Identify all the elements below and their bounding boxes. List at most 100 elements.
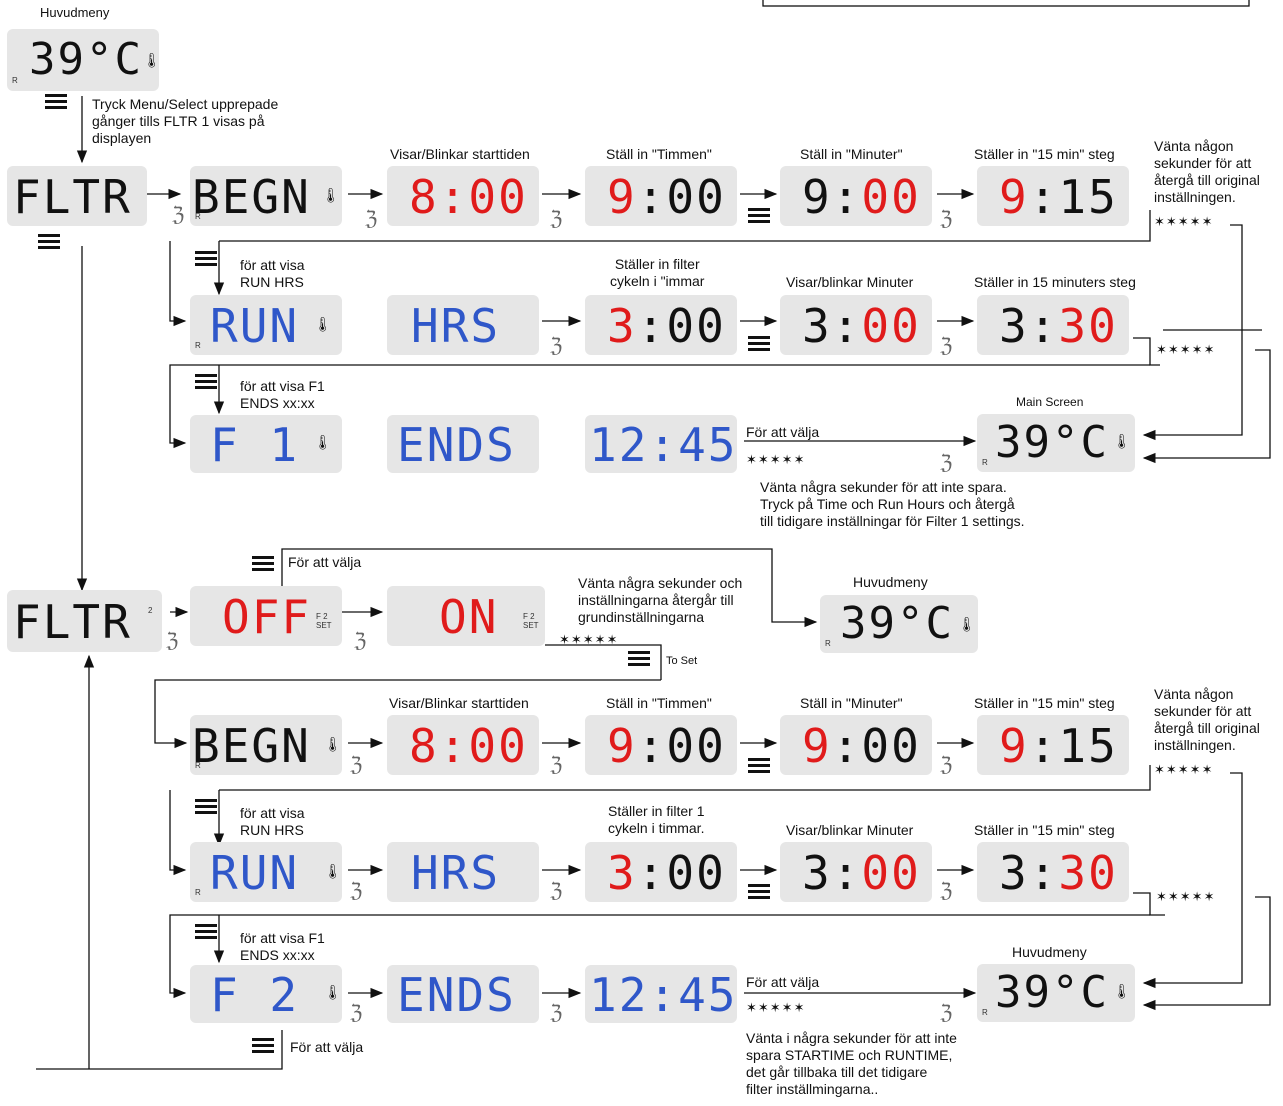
step1-text: 9:15 <box>999 170 1118 224</box>
tap-icon: ℨ <box>940 1000 953 1024</box>
start-time1-text: 8:00 <box>409 170 528 224</box>
on-text: ON <box>439 590 499 644</box>
min2-display: 9:00 <box>780 715 932 775</box>
thermometer-icon: 🌡 <box>1113 434 1131 450</box>
menu-select-icon <box>748 884 770 899</box>
to-select-bottom: För att välja <box>290 1039 364 1055</box>
thermometer-icon: 🌡 <box>143 53 161 69</box>
stars: ✶✶✶✶✶ <box>1154 762 1214 777</box>
stars: ✶✶✶✶✶ <box>746 452 806 467</box>
run2-display: RUN R 🌡 <box>190 842 342 902</box>
menu-select-icon <box>748 336 770 351</box>
r-mark: R <box>982 458 988 467</box>
main-menu-display-2: 39°C R 🌡 <box>820 595 978 653</box>
thermometer-icon: 🌡 <box>314 317 332 333</box>
stars: ✶✶✶✶✶ <box>1156 342 1216 357</box>
hrs2-display: HRS <box>387 842 539 902</box>
thermometer-icon: 🌡 <box>324 985 342 1001</box>
r-mark: R <box>195 212 201 221</box>
hdr-blink-min2: Visar/blinkar Minuter <box>786 822 914 838</box>
menu-select-icon <box>38 234 60 249</box>
menu-select-icon <box>45 94 67 109</box>
stars: ✶✶✶✶✶ <box>559 632 619 647</box>
hrs2-text: HRS <box>411 846 501 900</box>
run-hour1-display: 3:00 <box>585 295 737 355</box>
wait-nosave1: Vänta några sekunder för att inte spara.… <box>760 479 1025 529</box>
hdr-hour1: Ställ in "Timmen" <box>606 146 712 162</box>
hdr-hour2: Ställ in "Timmen" <box>606 695 712 711</box>
hour2-text: 9:00 <box>607 719 726 773</box>
menu-select-icon <box>195 799 217 814</box>
run1-text: RUN <box>210 299 300 353</box>
ends1-display: ENDS <box>387 415 539 473</box>
hdr-cycle2: Ställer in filter 1 cykeln i timmar. <box>608 803 705 836</box>
off-display: OFF F 2 SET <box>190 586 342 646</box>
tap-icon: ℨ <box>940 450 953 474</box>
r-mark: R <box>12 76 18 85</box>
hour2-display: 9:00 <box>585 715 737 775</box>
tap-icon: ℨ <box>940 752 953 776</box>
step2-text: 9:15 <box>999 719 1118 773</box>
thermometer-icon: 🌡 <box>324 737 342 753</box>
hrs1-display: HRS <box>387 295 539 355</box>
stars: ✶✶✶✶✶ <box>1156 889 1216 904</box>
tap-icon: ℨ <box>550 206 563 230</box>
f2-text: F 2 <box>210 968 300 1022</box>
f1-display: F 1 🌡 <box>190 415 342 473</box>
min1-display: 9:00 <box>780 166 932 226</box>
hdr-min1: Ställ in "Minuter" <box>800 146 903 162</box>
run-min2-display: 3:00 <box>780 842 932 902</box>
main-menu-display: 39°C R 🌡 <box>7 29 161 91</box>
menu-select-icon <box>748 208 770 223</box>
hour1-text: 9:00 <box>607 170 726 224</box>
r-mark: R <box>195 761 201 770</box>
thermometer-icon: 🌡 <box>324 864 342 880</box>
hdr-start1: Visar/Blinkar starttiden <box>390 146 530 162</box>
fltr1-display: FLTR <box>7 166 147 226</box>
menu-select-icon <box>195 924 217 939</box>
r-mark: R <box>982 1008 988 1017</box>
tap-icon: ℨ <box>940 206 953 230</box>
hdr-15min2: Ställer in "15 min" steg <box>974 695 1115 711</box>
menu-select-icon <box>628 651 650 666</box>
hrs1-text: HRS <box>411 299 501 353</box>
to-select1: För att välja <box>746 424 820 440</box>
tap-icon: ℨ <box>166 628 179 652</box>
menu-select-icon <box>252 1038 274 1053</box>
main-screen-display: 39°C R 🌡 <box>977 414 1135 472</box>
press-menu-instruction: Tryck Menu/Select upprepade gånger tills… <box>92 96 279 146</box>
r-mark: R <box>195 341 201 350</box>
hdr-15b-1: Ställer in 15 minuters steg <box>974 274 1136 290</box>
start-time2-display: 8:00 <box>387 715 539 775</box>
f2-set-label: F 2 SET <box>523 612 539 630</box>
wait-orig2: Vänta någon sekunder för att återgå till… <box>1154 686 1260 753</box>
thermometer-icon: 🌡 <box>1113 984 1131 1000</box>
run-step1-text: 3:30 <box>999 299 1118 353</box>
end-time2-display: 12:45 <box>585 965 737 1023</box>
on-display: ON F 2 SET <box>387 586 545 646</box>
begn2-text: BEGN <box>192 719 311 773</box>
tap-icon: ℨ <box>550 333 563 357</box>
wait-revert: Vänta några sekunder och inställningarna… <box>578 575 743 625</box>
main-menu-label: Huvudmeny <box>40 5 110 20</box>
menu-select-icon <box>195 251 217 266</box>
tap-icon: ℨ <box>940 333 953 357</box>
main-menu-label-3: Huvudmeny <box>1012 944 1087 960</box>
run-min1-text: 3:00 <box>802 299 921 353</box>
f2-set-label: F 2 SET <box>316 612 332 630</box>
ends2-display: ENDS <box>387 965 539 1023</box>
off-text: OFF <box>222 590 312 644</box>
hdr-cycle1: Ställer in filter cykeln i "immar <box>610 256 705 289</box>
tap-icon: ℨ <box>350 1000 363 1024</box>
start-time1-display: 8:00 <box>387 166 539 226</box>
start-time2-text: 8:00 <box>409 719 528 773</box>
to-select-end2: För att välja <box>746 974 820 990</box>
step1-display: 9:15 <box>977 166 1129 226</box>
to-show-f1-2: för att visa F1 ENDS xx:xx <box>240 930 325 963</box>
begn1-display: BEGN R 🌡 <box>190 166 342 226</box>
thermometer-icon: 🌡 <box>322 188 340 204</box>
tap-icon: ℨ <box>350 752 363 776</box>
to-show-f1-1: för att visa F1 ENDS xx:xx <box>240 378 325 411</box>
hdr-min2: Ställ in "Minuter" <box>800 695 903 711</box>
temp-readout-2: 39°C <box>840 598 954 649</box>
